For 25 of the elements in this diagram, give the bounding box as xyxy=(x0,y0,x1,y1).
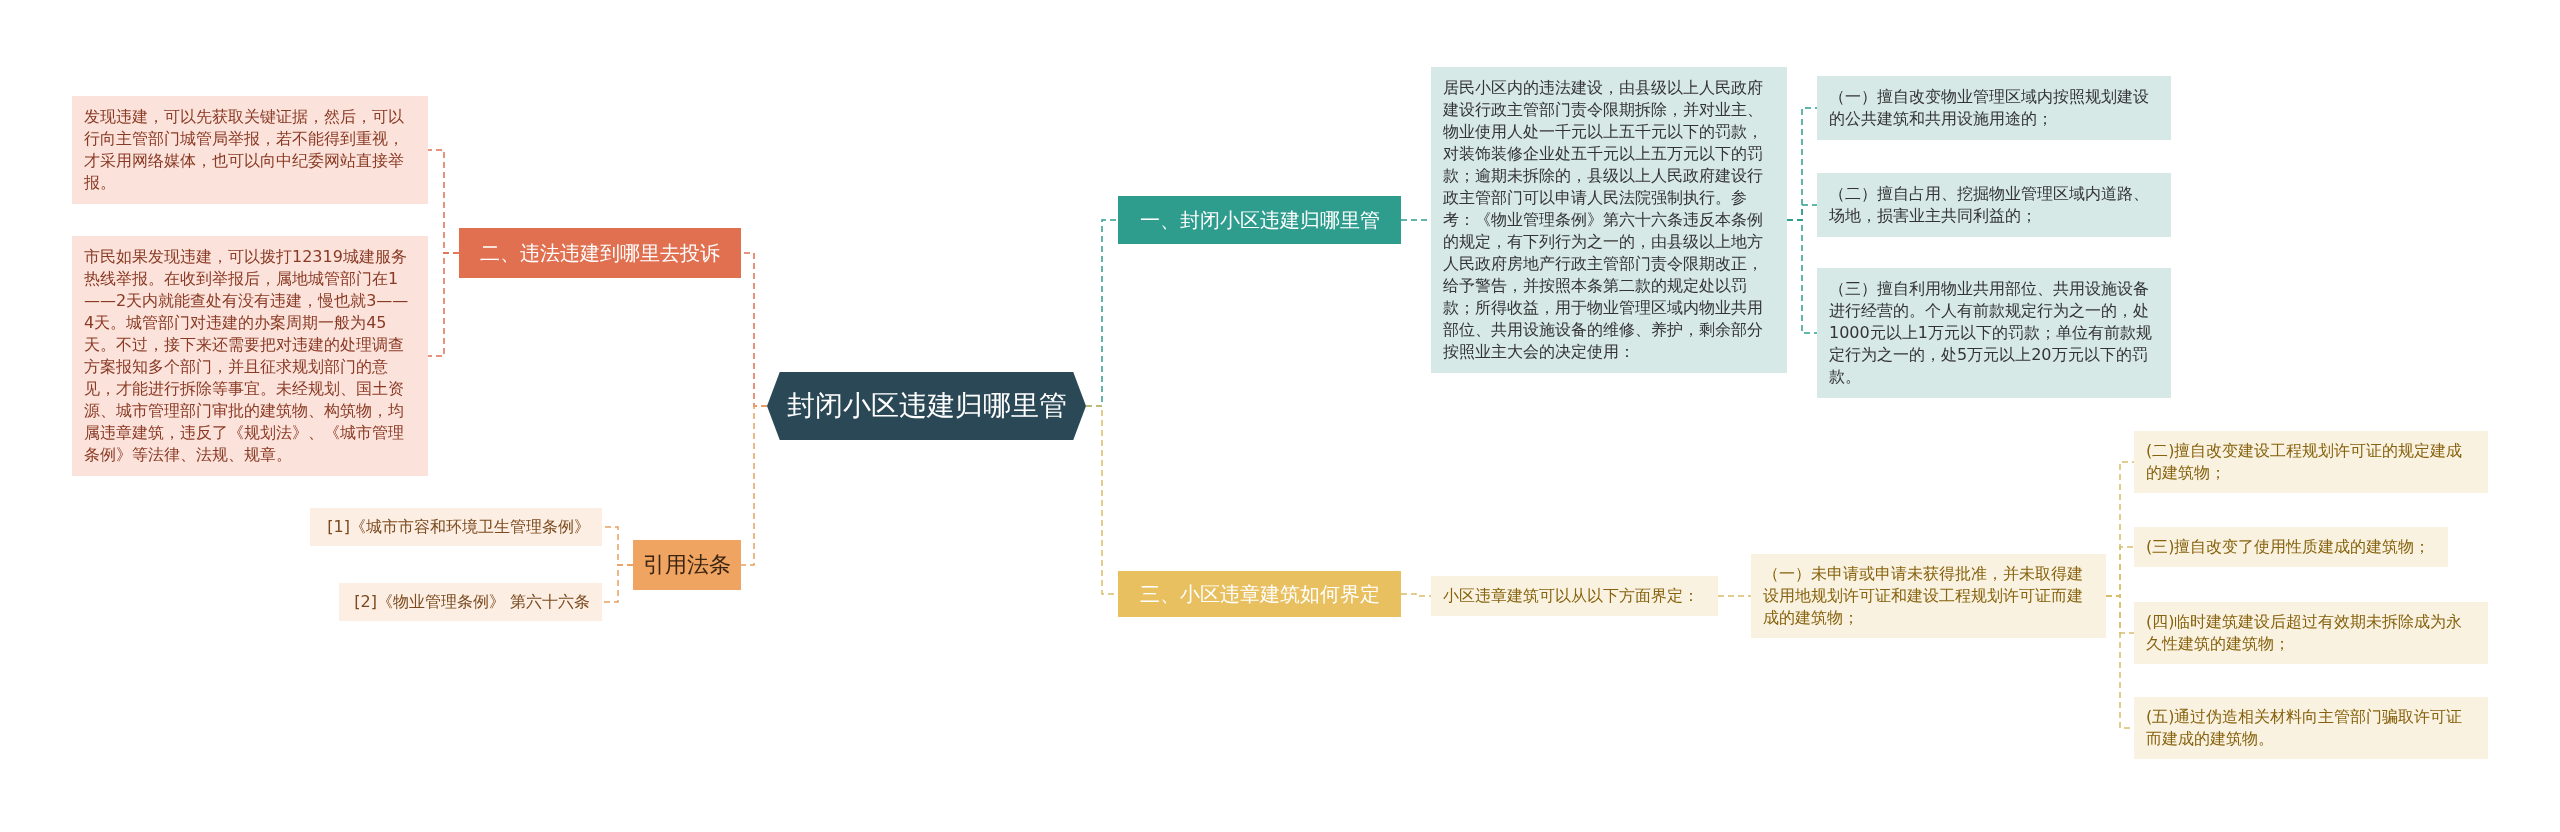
note-box: [1]《城市市容和环境卫生管理条例》 xyxy=(310,508,602,546)
connector-line xyxy=(601,564,634,603)
connector-line xyxy=(1717,595,1752,597)
connector-line xyxy=(740,405,768,566)
note-box: 居民小区内的违法建设，由县级以上人民政府建设行政主管部门责令限期拆除，并对业主、物业使用人处一千元以上五千元以下的罚款，对装饰装修企业处五千元以上五万元以下的罚款；逾期未拆除的，县级以上人民政府建设行政主管部门可以申请人民法院强制执行。参考：《物业管理条例》第六十六条违反本条例的规定，有下列行为之一的，由县级以上地方人民政府房地产行政主管部门责令限期改正，给予警告，并按照本条第二款的规定处以罚款；所得收益，用于物业管理区域内物业共用部位、共用设施设备的维修、养护，剩余部分按照业主大会的决定使用： xyxy=(1431,67,1787,373)
central-topic: 封闭小区违建归哪里管 xyxy=(767,372,1086,440)
note-box: (五)通过伪造相关材料向主管部门骗取许可证而建成的建筑物。 xyxy=(2134,697,2488,759)
note-box: （三）擅自利用物业共用部位、共用设施设备进行经营的。个人有前款规定行为之一的，处1000元以上1万元以下的罚款；单位有前款规定行为之一的，处5万元以上20万元以下的罚款。 xyxy=(1817,268,2171,398)
topic-box: 二、违法违建到哪里去投诉 xyxy=(459,228,741,278)
note-box: 市民如果发现违建，可以拨打12319城建服务热线举报。在收到举报后，属地城管部门在1——2天内就能查处有没有违建，慢也就3——4天。城管部门对违建的办案周期一般为45天。不过，接下来还需要把对违建的处理调查方案报知多个部门，并且征求规划部门的意见，才能进行拆除等事宜。未经规划、国土资源、城市管理部门审批的建筑物、构筑物，均属违章建筑，违反了《规划法》、《城市管理条例》等法律、法规、规章。 xyxy=(72,236,428,476)
connector-line xyxy=(1786,219,1818,334)
connector-line xyxy=(427,252,460,357)
note-box: （二）擅自占用、挖掘物业管理区域内道路、场地，损害业主共同利益的； xyxy=(1817,173,2171,237)
note-box: (二)擅自改变建设工程规划许可证的规定建成的建筑物； xyxy=(2134,431,2488,493)
note-box: 发现违建，可以先获取关键证据，然后，可以行向主管部门城管局举报，若不能得到重视，才采用网络媒体，也可以向中纪委网站直接举报。 xyxy=(72,96,428,204)
topic-box: 三、小区违章建筑如何界定 xyxy=(1118,571,1401,617)
topic-box: 一、封闭小区违建归哪里管 xyxy=(1118,196,1401,244)
note-box: 小区违章建筑可以从以下方面界定： xyxy=(1431,576,1718,616)
note-box: （一）擅自改变物业管理区域内按照规划建设的公共建筑和共用设施用途的； xyxy=(1817,76,2171,140)
connector-line xyxy=(1400,593,1432,597)
note-box: （一）未申请或申请未获得批准，并未取得建设用地规划许可证和建设工程规划许可证而建成的建筑物； xyxy=(1751,554,2106,638)
note-box: [2]《物业管理条例》 第六十六条 xyxy=(339,583,602,621)
topic-box: 引用法条 xyxy=(633,540,741,590)
note-box: (三)擅自改变了使用性质建成的建筑物； xyxy=(2134,527,2448,567)
note-box: (四)临时建筑建设后超过有效期未拆除成为永久性建筑的建筑物； xyxy=(2134,602,2488,664)
